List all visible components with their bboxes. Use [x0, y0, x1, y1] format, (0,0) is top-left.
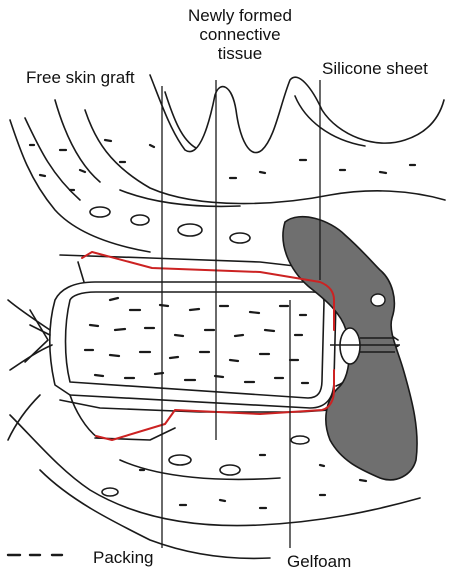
label-newly-formed-line1: Newly formed — [165, 6, 315, 25]
packing-inner-outline — [66, 292, 325, 398]
packing-outline — [50, 282, 336, 408]
label-newly-formed-line3: tissue — [165, 44, 315, 63]
label-gelfoam: Gelfoam — [287, 552, 351, 571]
skin-graft-lower — [96, 370, 334, 440]
upper-tissue-outline — [150, 75, 444, 153]
label-silicone-sheet: Silicone sheet — [322, 59, 428, 78]
label-free-skin-graft: Free skin graft — [26, 68, 135, 87]
silicone-opening — [340, 328, 360, 364]
label-newly-formed-tissue: Newly formed connective tissue — [165, 6, 315, 63]
label-packing: Packing — [93, 548, 153, 567]
label-newly-formed-line2: connective — [165, 25, 315, 44]
left-outer-contour — [10, 120, 150, 252]
left-skin-edge — [8, 300, 50, 330]
